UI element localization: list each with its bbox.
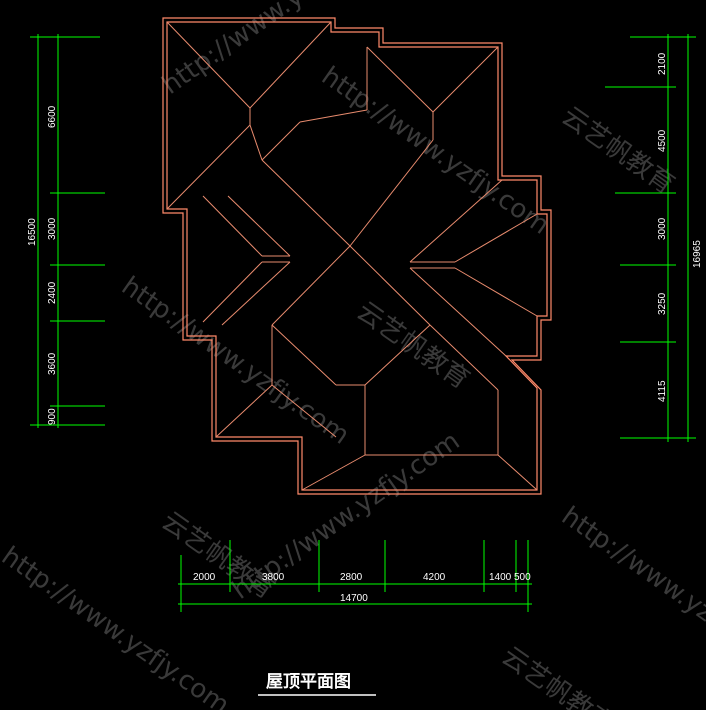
- dim-right-5: 4115: [657, 380, 668, 402]
- valley-line: [349, 245, 431, 326]
- roof-inner-edge: [166, 21, 548, 491]
- watermark-url-1: http://www.yzfjy.com: [316, 61, 555, 241]
- hip-line: [166, 124, 251, 210]
- hip-line: [454, 213, 538, 263]
- dim-bottom-6: 500: [514, 572, 531, 583]
- hip-line: [249, 124, 263, 161]
- dim-left-total: 16500: [27, 218, 38, 246]
- dim-bottom-1: 2000: [193, 572, 216, 583]
- watermark-url-4: http://www.yzfjy.com: [0, 541, 235, 710]
- drawing-title: 屋顶平面图: [266, 672, 351, 692]
- hip-line: [271, 384, 337, 438]
- watermark-name-3: 云艺帆教育: [156, 506, 280, 605]
- bottom-dimension-chain: [178, 540, 532, 612]
- hip-line: [202, 261, 263, 323]
- hip-line: [366, 46, 434, 113]
- hip-line: [364, 324, 431, 386]
- valley-line: [221, 261, 291, 326]
- right-dimension-labels: 2100 4500 3000 3250 4115 16965: [657, 52, 703, 402]
- dim-bottom-3: 2800: [340, 572, 363, 583]
- watermark-name-4: 云艺帆教育: [496, 641, 620, 710]
- dim-right-3: 3000: [657, 217, 668, 240]
- hip-line: [249, 21, 332, 109]
- bottom-dimension-labels: 2000 3800 2800 4200 1400 500 14700: [193, 572, 531, 604]
- dim-bottom-5: 1400: [489, 572, 512, 583]
- dim-right-2: 4500: [657, 129, 668, 152]
- hip-line: [429, 324, 499, 391]
- dim-left-3: 2400: [47, 281, 58, 304]
- dim-right-total: 16965: [692, 240, 703, 268]
- hip-line: [432, 46, 499, 113]
- valley-line: [227, 195, 291, 257]
- hip-line: [166, 21, 251, 109]
- hip-line: [202, 195, 263, 257]
- left-dimension-chain: [30, 34, 105, 428]
- left-dimension-labels: 16500 6600 3000 2400 3600 900: [27, 105, 58, 425]
- roof-ridges: [166, 21, 538, 491]
- dim-bottom-4: 4200: [423, 572, 446, 583]
- roof-outline: [162, 17, 552, 495]
- dim-bottom-total: 14700: [340, 593, 368, 604]
- hip-line: [497, 454, 538, 491]
- dim-right-1: 2100: [657, 52, 668, 75]
- dim-left-5: 900: [47, 408, 58, 425]
- watermark-url-2: http://www.yzfjy.com: [116, 271, 355, 451]
- roof-outer-edge: [162, 17, 552, 495]
- dim-left-2: 3000: [47, 217, 58, 240]
- hip-line: [454, 267, 538, 317]
- hip-line: [215, 384, 273, 438]
- hip-line: [301, 454, 366, 491]
- valley-line: [409, 267, 507, 357]
- dim-left-1: 6600: [47, 105, 58, 128]
- hip-line: [271, 324, 337, 386]
- ridge-line: [299, 109, 368, 123]
- valley-line: [271, 245, 351, 326]
- valley-line: [349, 139, 434, 247]
- ridge-line: [261, 121, 301, 161]
- watermark-url-3: http://www.yzfjy.com: [556, 501, 706, 681]
- dim-left-4: 3600: [47, 352, 58, 375]
- right-dimension-chain: [605, 34, 696, 442]
- valley-line: [261, 159, 351, 247]
- valley-line: [409, 179, 503, 263]
- dim-right-4: 3250: [657, 292, 668, 315]
- dim-bottom-2: 3800: [262, 572, 285, 583]
